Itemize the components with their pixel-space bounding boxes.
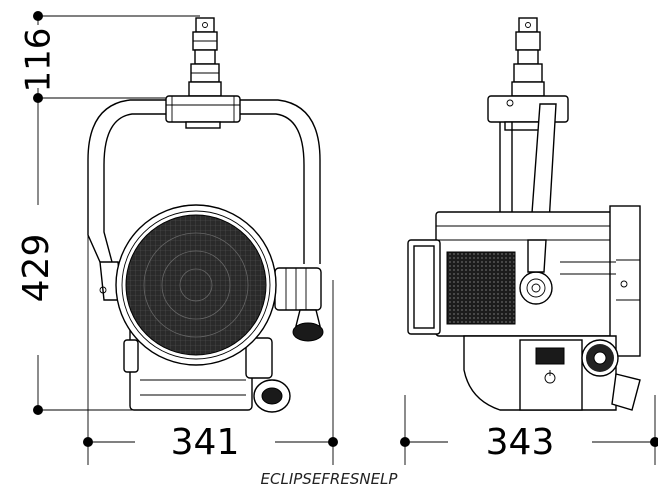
- side-spigot: [511, 17, 545, 97]
- dimension-343: 343: [400, 395, 658, 465]
- front-spigot: [188, 17, 222, 97]
- front-yoke-clamp: [165, 95, 241, 129]
- dimension-341: 341: [83, 185, 338, 465]
- side-view: [407, 17, 641, 411]
- front-rear-knob: [253, 379, 291, 413]
- side-rear-handle: [611, 373, 641, 411]
- side-control-box: [463, 335, 617, 411]
- dimension-341-label: 341: [171, 422, 240, 463]
- figure-caption: ECLIPSEFRESNELP: [260, 470, 398, 488]
- side-body: [407, 205, 641, 357]
- dimension-429-label: 429: [16, 234, 57, 303]
- front-fresnel-lens: [115, 204, 277, 366]
- dimension-343-label: 343: [486, 422, 555, 463]
- front-yoke-knob: [274, 267, 324, 342]
- dimension-116: 116: [19, 11, 200, 98]
- side-yoke-knob: [519, 239, 553, 305]
- dimension-116-label: 116: [19, 28, 59, 93]
- side-dimmer-wheel: [581, 339, 619, 377]
- dimension-429: 429: [16, 93, 170, 415]
- front-view: [87, 17, 324, 413]
- front-yoke: [87, 99, 321, 264]
